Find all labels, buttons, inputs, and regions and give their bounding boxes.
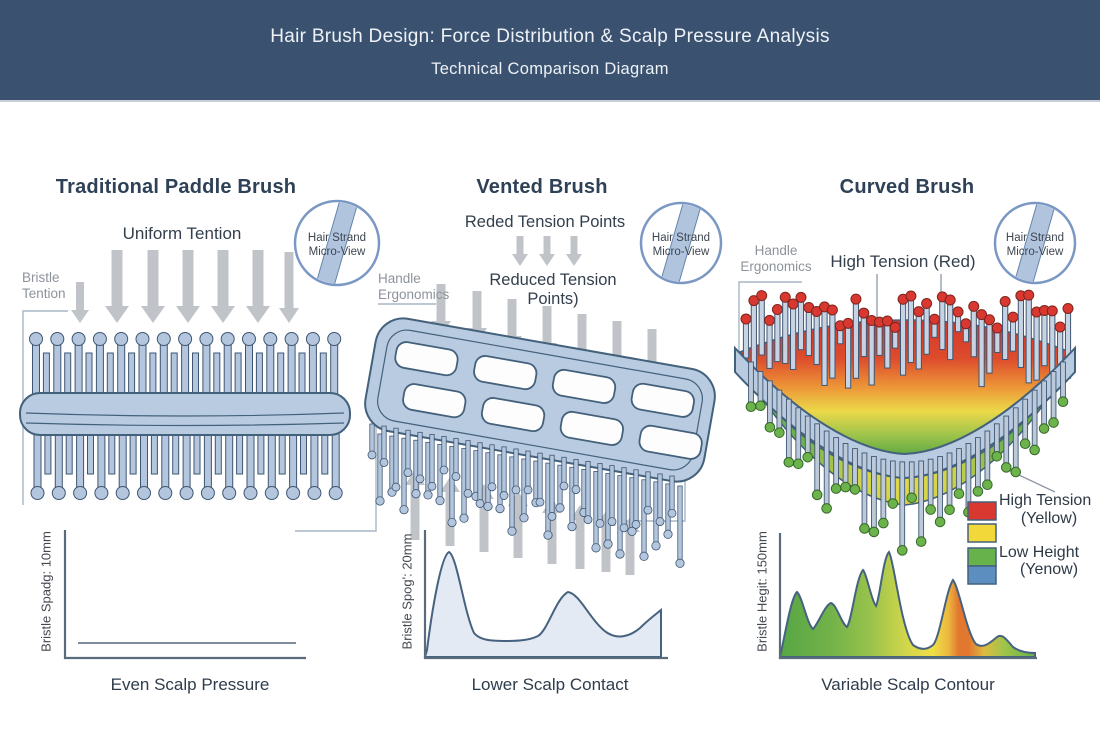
curved-axis-label: Bristle Hegit: 150mm bbox=[754, 531, 770, 652]
legend-label-low-height: Low Height bbox=[999, 544, 1080, 561]
bristle-tension-line1: Bristle bbox=[22, 270, 60, 285]
micro-view-curved: Hair Strand Micro-View bbox=[993, 201, 1077, 285]
legend-swatch-blue bbox=[967, 565, 997, 585]
high-tension-label: High Tension (Red) bbox=[830, 252, 976, 271]
bristles-curved-top bbox=[740, 289, 1074, 389]
vented-handle-ergonomics-label: Handle Ergonomics bbox=[378, 271, 449, 303]
page-title: Hair Brush Design: Force Distribution & … bbox=[270, 26, 830, 47]
brush-illustration-traditional bbox=[19, 332, 351, 500]
micro-view-label: Hair Strand bbox=[308, 232, 366, 244]
legend-label-high-tension: High Tension bbox=[999, 492, 1092, 509]
micro-view-label: Hair Strand bbox=[1006, 232, 1064, 244]
handle-line2: Ergonomics bbox=[740, 259, 812, 274]
brush-illustration-vented bbox=[364, 317, 716, 568]
legend-swatch-low-height bbox=[967, 547, 997, 567]
pressure-graph-traditional bbox=[63, 530, 306, 660]
bristles-vented bbox=[367, 423, 685, 568]
micro-view-label: Hair Strand bbox=[652, 232, 710, 244]
bristles-traditional bbox=[29, 332, 343, 500]
legend-label-yenow: (Yenow) bbox=[1019, 561, 1079, 578]
header-banner: Hair Brush Design: Force Distribution & … bbox=[0, 0, 1100, 102]
vent-slots bbox=[394, 341, 703, 460]
uniform-tension-label: Uniform Tention bbox=[122, 224, 242, 243]
legend-label-yellow: (Yellow) bbox=[1020, 510, 1078, 527]
handle-line1: Handle bbox=[378, 271, 421, 286]
micro-view-label: Micro-View bbox=[653, 246, 710, 258]
legend-swatches bbox=[967, 501, 997, 585]
bristles-curved-bottom bbox=[745, 361, 1069, 556]
micro-view-traditional: Hair Strand Micro-View bbox=[293, 199, 381, 287]
pressure-graph-curved bbox=[778, 533, 1037, 660]
handle-line2: Ergonomics bbox=[378, 287, 450, 302]
vented-caption: Lower Scalp Contact bbox=[471, 675, 629, 694]
micro-view-label: Micro-View bbox=[309, 246, 366, 258]
reduced-tension-points-label: Reded Tension Points bbox=[464, 213, 626, 231]
legend-swatch-high-tension bbox=[967, 501, 997, 521]
page-subtitle: Technical Comparison Diagram bbox=[431, 60, 669, 78]
reduced-tension-label: Reduced Tension Points) bbox=[443, 271, 663, 309]
traditional-axis-label: Bristle Spadg: 10mm bbox=[38, 531, 54, 652]
curved-title: Curved Brush bbox=[839, 176, 975, 198]
reduced-tension-line2: Points) bbox=[527, 290, 579, 308]
legend-swatch-yellow bbox=[967, 523, 997, 543]
traditional-title: Traditional Paddle Brush bbox=[55, 176, 297, 198]
curved-handle-ergonomics-label: Handle Ergonomics bbox=[726, 243, 826, 275]
micro-view-label: Micro-View bbox=[1007, 246, 1064, 258]
traditional-caption: Even Scalp Pressure bbox=[110, 675, 270, 694]
vented-axis-label: Bristle Spog': 20mm bbox=[399, 533, 415, 650]
bristle-tension-line2: Tention bbox=[22, 286, 66, 301]
pressure-graph-vented bbox=[423, 530, 668, 660]
bristle-tension-label: Bristle Tention bbox=[22, 270, 66, 302]
vented-title: Vented Brush bbox=[476, 176, 608, 198]
micro-view-vented: Hair Strand Micro-View bbox=[639, 201, 723, 285]
reduced-tension-line1: Reduced Tension bbox=[489, 271, 617, 289]
curved-caption: Variable Scalp Contour bbox=[821, 675, 995, 694]
brush-illustration-curved bbox=[734, 289, 1076, 556]
handle-line1: Handle bbox=[754, 243, 798, 258]
